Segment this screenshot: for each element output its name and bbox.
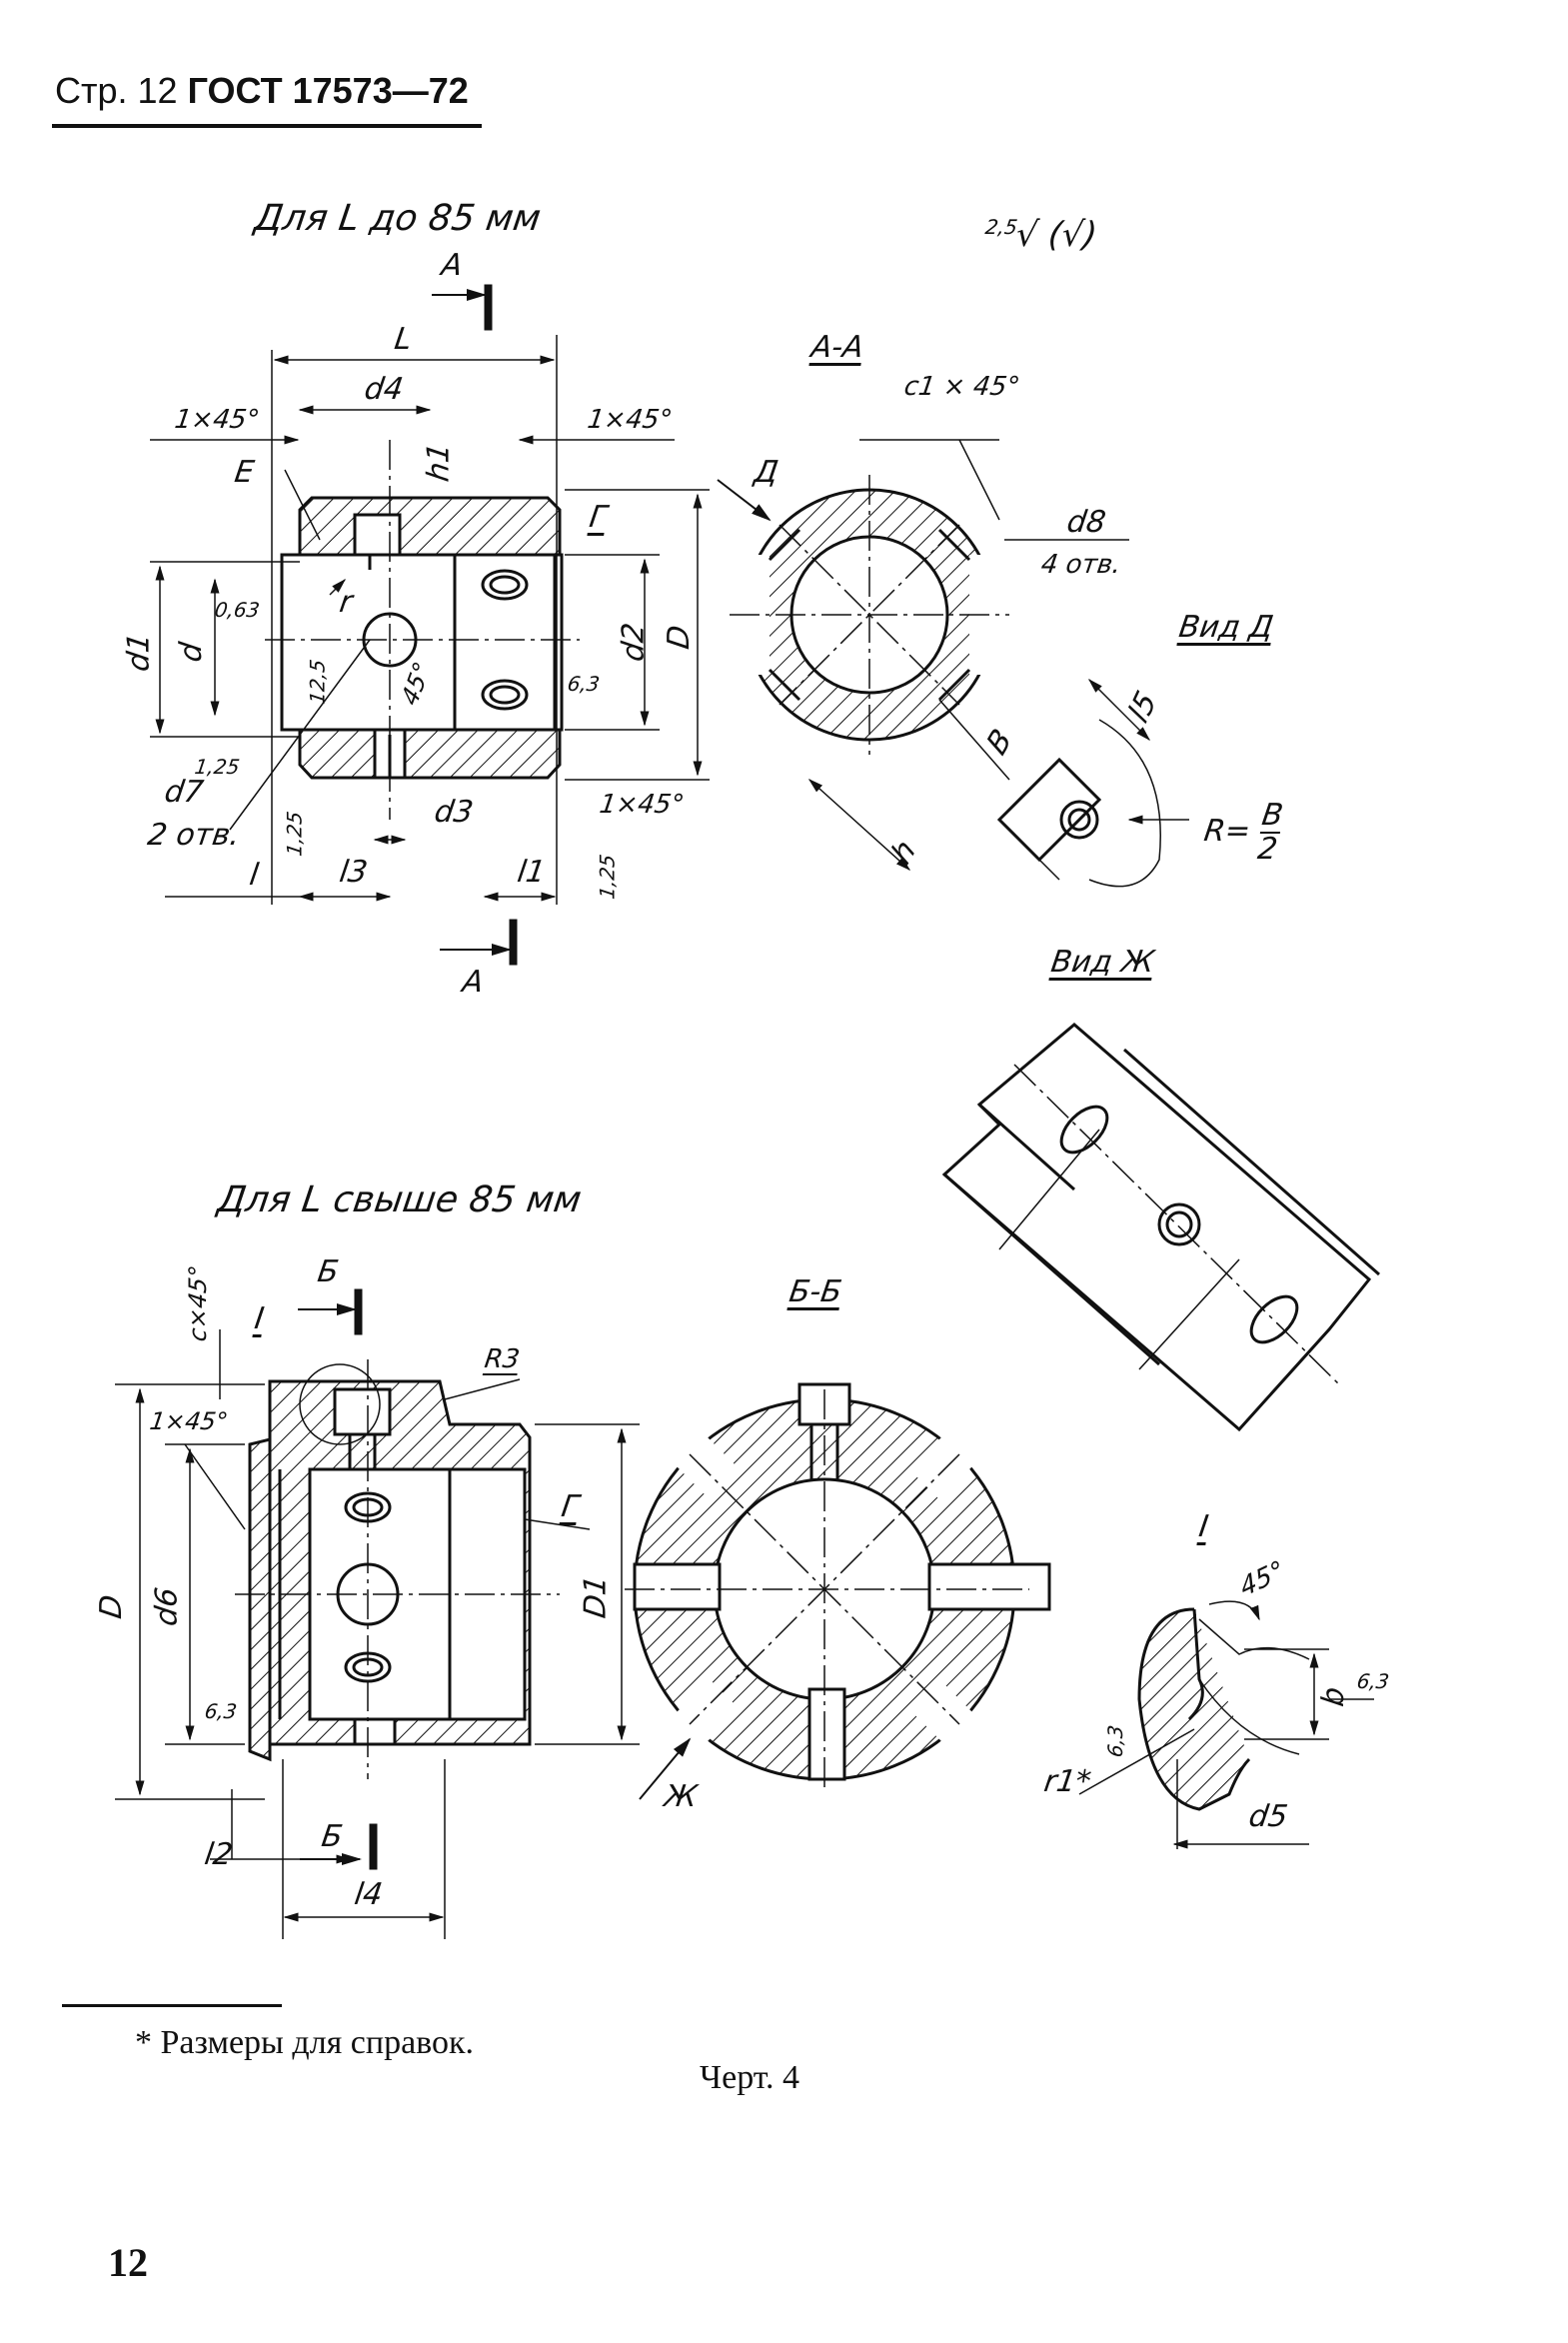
section-mark-b bbox=[298, 1289, 377, 1869]
roughness-125-left: 1,25 bbox=[282, 810, 307, 858]
radius-R: R= B 2 bbox=[1201, 798, 1285, 867]
page-ref: Стр. 12 bbox=[55, 70, 178, 111]
figure-caption: Черт. 4 bbox=[700, 2059, 800, 2096]
roughness-063: 0,63 bbox=[213, 598, 262, 622]
dim-d7: d7 bbox=[162, 775, 206, 810]
bottom-body-view bbox=[235, 1359, 560, 1779]
radius-R3: R3 bbox=[482, 1344, 522, 1374]
view-d bbox=[999, 678, 1189, 887]
section-aa-title: А-А bbox=[808, 330, 866, 365]
roughness-63-bottom: 6,3 bbox=[203, 1699, 239, 1723]
dim-D-bottom: D bbox=[94, 1592, 130, 1621]
chamfer-bottom: 1×45° bbox=[597, 790, 687, 820]
view-d-title: Вид Д bbox=[1176, 610, 1276, 645]
bottom-dimension-lines bbox=[115, 1329, 640, 1939]
footnote: * Размеры для справок. bbox=[135, 2024, 475, 2061]
roughness-63-detail-a: 6,3 bbox=[1355, 1669, 1391, 1693]
top-view-title: Для L до 85 мм bbox=[252, 198, 544, 239]
chamfer-c: c×45° bbox=[183, 1263, 212, 1343]
dim-l1: l1 bbox=[515, 855, 548, 890]
top-body-view bbox=[265, 440, 580, 820]
top-dimension-lines bbox=[150, 335, 710, 905]
section-mark-a-top: А bbox=[439, 248, 465, 283]
roughness-125-right: 1,25 bbox=[595, 853, 620, 901]
dim-d2: d2 bbox=[616, 620, 652, 665]
dim-d4: d4 bbox=[362, 372, 406, 407]
chamfer-left: 1×45° bbox=[172, 405, 262, 435]
roughness-63-top: 6,3 bbox=[566, 672, 602, 696]
dim-d8: d8 bbox=[1064, 505, 1108, 540]
dim-d6: d6 bbox=[149, 1584, 185, 1629]
roughness-general: 2,5√ (√) bbox=[983, 215, 1100, 255]
detail-i bbox=[1079, 1601, 1374, 1849]
page-number: 12 bbox=[108, 2240, 148, 2285]
dim-l3: l3 bbox=[337, 855, 370, 890]
section-mark-a bbox=[432, 285, 517, 965]
view-zh-title: Вид Ж bbox=[1048, 945, 1157, 980]
dim-d5: d5 bbox=[1246, 1799, 1290, 1834]
dim-l2: l2 bbox=[202, 1837, 235, 1872]
section-mark-a-bottom: А bbox=[460, 965, 486, 1000]
footnote-rule bbox=[62, 2004, 282, 2007]
dim-d1: d1 bbox=[121, 630, 157, 675]
arrow-D-label: Д bbox=[752, 455, 781, 490]
page-header: Стр. 12 ГОСТ 17573—72 bbox=[55, 70, 469, 112]
chamfer-right: 1×45° bbox=[585, 405, 675, 435]
roughness-63-detail-b: 6,3 bbox=[1102, 1723, 1127, 1759]
dim-D1: D1 bbox=[578, 1572, 614, 1621]
radius-r1: r1* bbox=[1041, 1764, 1093, 1799]
dim-c1: c1 × 45° bbox=[901, 372, 1022, 402]
roughness-125-bore: 12,5 bbox=[305, 658, 330, 706]
dim-l4: l4 bbox=[352, 1877, 385, 1912]
dim-d3: d3 bbox=[432, 795, 476, 830]
header-rule bbox=[52, 124, 482, 128]
d7-holes: 2 отв. bbox=[145, 818, 243, 853]
dim-D: D bbox=[662, 623, 698, 652]
standard-number: ГОСТ 17573—72 bbox=[187, 70, 469, 111]
d8-holes: 4 отв. bbox=[1038, 550, 1123, 580]
dim-h1: h1 bbox=[421, 440, 457, 485]
bottom-view-title: Для L свыше 85 мм bbox=[215, 1179, 585, 1220]
section-bb bbox=[625, 1384, 1049, 1799]
view-zh bbox=[944, 1025, 1379, 1429]
arrow-ZH-label: Ж bbox=[662, 1779, 700, 1814]
chamfer-bottom-view: 1×45° bbox=[148, 1407, 230, 1435]
section-aa bbox=[718, 440, 1129, 872]
section-bb-title: Б-Б bbox=[786, 1274, 844, 1309]
